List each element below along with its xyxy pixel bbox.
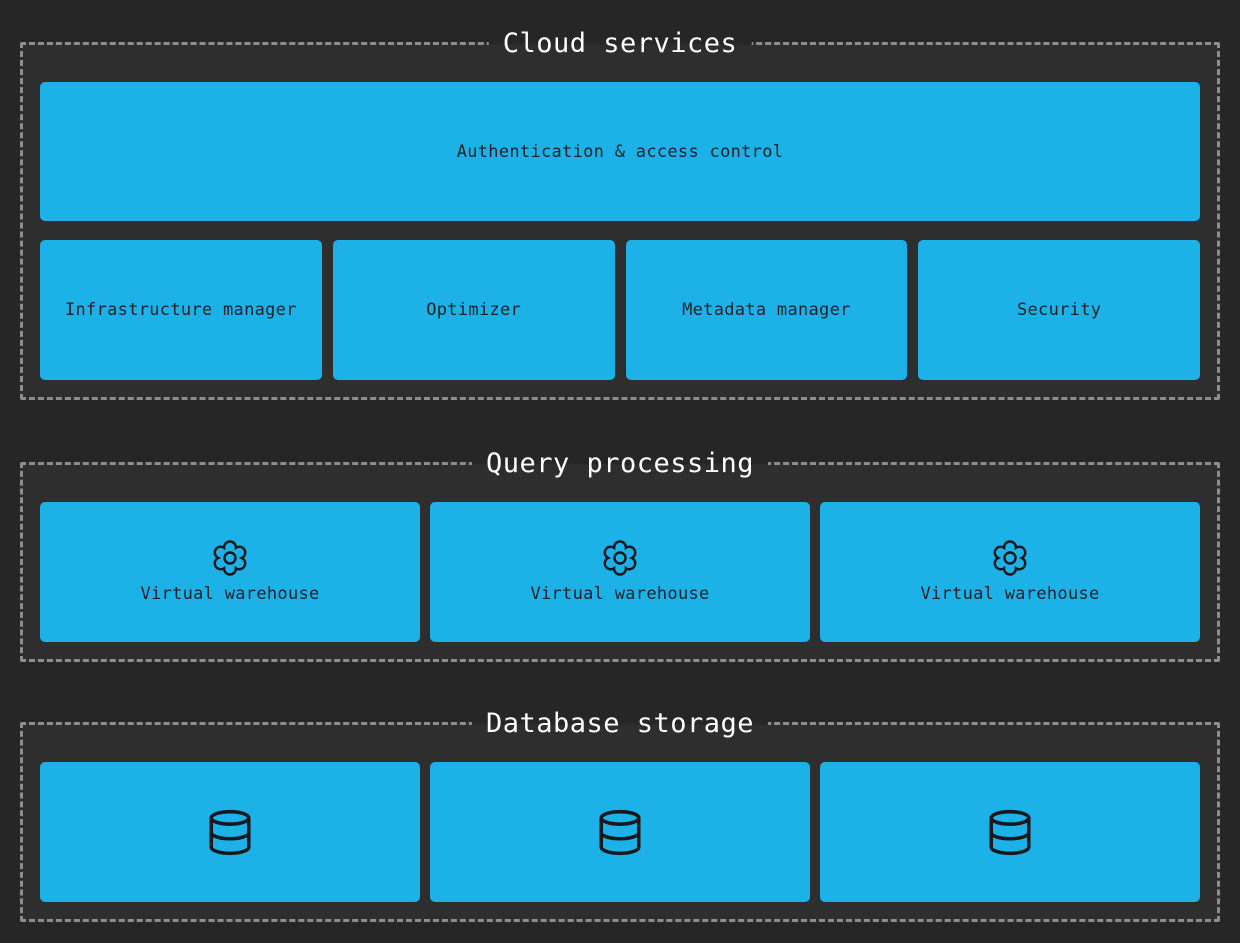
security-box: Security (918, 240, 1200, 380)
metadata-manager-label: Metadata manager (682, 300, 851, 320)
section-cloud-services: Cloud services Authentication & access c… (20, 24, 1220, 400)
section-title-database-storage: Database storage (471, 704, 769, 744)
storage-row (40, 762, 1200, 902)
database-storage-box (40, 762, 420, 902)
virtual-warehouse-box: Virtual warehouse (430, 502, 810, 642)
optimizer-box: Optimizer (332, 240, 615, 380)
section-body-database-storage (23, 725, 1217, 919)
database-icon (209, 809, 251, 855)
virtual-warehouse-box: Virtual warehouse (820, 502, 1200, 642)
database-storage-box (820, 762, 1200, 902)
cloud-services-row: Infrastructure manager Optimizer Metadat… (40, 240, 1200, 380)
gear-icon (993, 540, 1027, 576)
metadata-manager-box: Metadata manager (625, 240, 908, 380)
section-title-query-processing: Query processing (471, 444, 769, 484)
section-query-processing: Query processing Virtual warehouse Virtu… (20, 444, 1220, 662)
optimizer-label: Optimizer (426, 300, 522, 320)
warehouse-row: Virtual warehouse Virtual warehouse Virt… (40, 502, 1200, 642)
infrastructure-manager-box: Infrastructure manager (40, 240, 322, 380)
gear-icon (603, 540, 637, 576)
virtual-warehouse-label: Virtual warehouse (140, 584, 320, 604)
gear-icon (213, 540, 247, 576)
section-title-cloud-services: Cloud services (488, 24, 752, 64)
database-icon (989, 809, 1031, 855)
auth-access-control-box: Authentication & access control (40, 82, 1200, 221)
virtual-warehouse-label: Virtual warehouse (530, 584, 710, 604)
infrastructure-manager-label: Infrastructure manager (64, 300, 297, 320)
section-body-cloud-services: Authentication & access control Infrastr… (23, 45, 1217, 397)
section-database-storage: Database storage (20, 704, 1220, 922)
auth-access-control-label: Authentication & access control (456, 141, 784, 162)
virtual-warehouse-box: Virtual warehouse (40, 502, 420, 642)
security-label: Security (1016, 300, 1102, 320)
section-body-query-processing: Virtual warehouse Virtual warehouse Virt… (23, 465, 1217, 659)
virtual-warehouse-label: Virtual warehouse (920, 584, 1100, 604)
database-storage-box (430, 762, 810, 902)
database-icon (599, 809, 641, 855)
